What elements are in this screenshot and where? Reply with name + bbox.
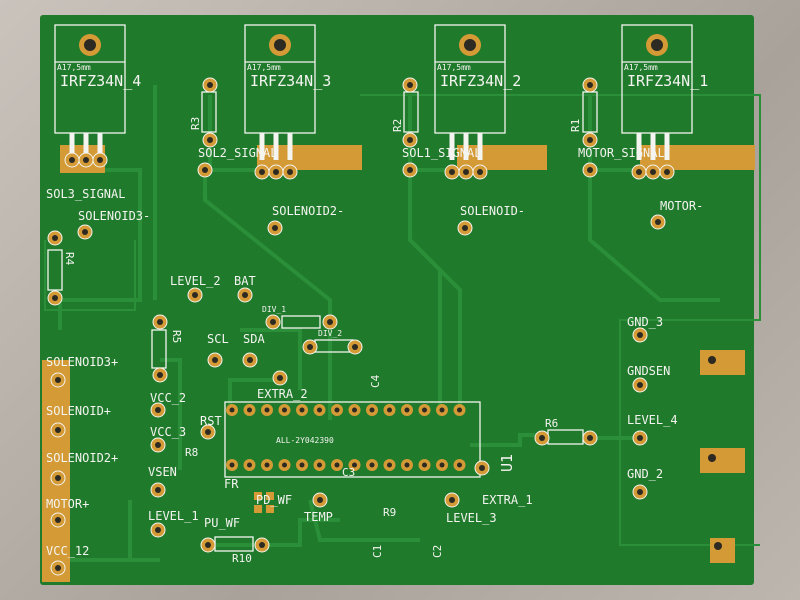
bat-label: BAT [234,274,256,288]
mosfet-4-label: IRFZ34N_4 [60,72,142,90]
mosfet-2-label: IRFZ34N_2 [440,72,522,90]
c1-label: C1 [371,544,384,558]
r5-label: R5 [170,330,183,344]
pu-wf-label: PU_WF [204,516,241,530]
sol2-signal-label: SOL2_SIGNAL [198,146,278,160]
fr-label: FR [224,477,239,491]
rst-label: RST [200,414,222,428]
r8-label: R8 [185,446,199,459]
r1-label: R1 [569,118,582,132]
c2-label: C2 [431,544,444,558]
ic-code-label: ALL-2Y042390 [276,436,334,445]
motor-signal-label: MOTOR_SIGNAL [578,146,665,160]
solenoid3-plus-label: SOLENOID3+ [46,355,119,369]
level-3-label: LEVEL_3 [446,511,497,525]
vcc-12-label: VCC_12 [46,544,90,558]
solenoid-minus-label: SOLENOID- [460,204,526,218]
r2-label: R2 [391,118,404,132]
mosfet-legs [69,133,670,160]
level-2-label: LEVEL_2 [170,274,221,288]
copper-traces [58,85,720,562]
div-1-label: DIV_1 [262,305,287,314]
scl-label: SCL [207,332,229,346]
extra-1-label: EXTRA_1 [482,493,533,507]
level-4-label: LEVEL_4 [627,413,678,427]
motor-plus-label: MOTOR+ [46,497,90,511]
mounting-holes [79,34,668,56]
mosfet-3-label: IRFZ34N_3 [250,72,332,90]
sol1-signal-label: SOL1_SIGNAL [402,146,482,160]
pd-wf-label: PD_WF [256,493,293,507]
vsen-label: VSEN [148,465,177,479]
through-hole-pads [47,77,722,576]
mosfet-3-dim: A17,5mm [247,63,281,72]
u1-label: U1 [498,453,516,472]
gnd-3-label: GND_3 [627,315,664,329]
div-2-label: DIV_2 [318,329,343,338]
vcc-3-label: VCC_3 [150,425,187,439]
mosfet-1-dim: A17,5mm [624,63,658,72]
c3-label: C3 [342,466,356,479]
solenoid-plus-label: SOLENOID+ [46,404,112,418]
solenoid3-minus-label: SOLENOID3- [78,209,151,223]
mosfet-2-dim: A17,5mm [437,63,471,72]
solenoid2-plus-label: SOLENOID2+ [46,451,119,465]
temp-label: TEMP [304,510,333,524]
motor-minus-label: MOTOR- [660,199,704,213]
level-1-label: LEVEL_1 [148,509,199,523]
vcc-2-label: VCC_2 [150,391,187,405]
mosfet-4-dim: A17,5mm [57,63,91,72]
extra-2-label: EXTRA_2 [257,387,308,401]
solenoid2-minus-label: SOLENOID2- [272,204,345,218]
r6-label: R6 [545,417,559,430]
r4-label: R4 [63,252,76,266]
mosfet-1-label: IRFZ34N_1 [627,72,709,90]
ground-pour [44,94,761,546]
r10-label: R10 [232,552,252,565]
r3-label: R3 [189,116,202,130]
c4-label: C4 [369,374,382,388]
r9-label: R9 [383,506,397,519]
sol3-signal-label: SOL3_SIGNAL [46,187,126,201]
mosfet-outlines [54,24,693,478]
gndsen-label: GNDSEN [627,364,671,378]
gnd-2-label: GND_2 [627,467,664,481]
sda-label: SDA [243,332,265,346]
